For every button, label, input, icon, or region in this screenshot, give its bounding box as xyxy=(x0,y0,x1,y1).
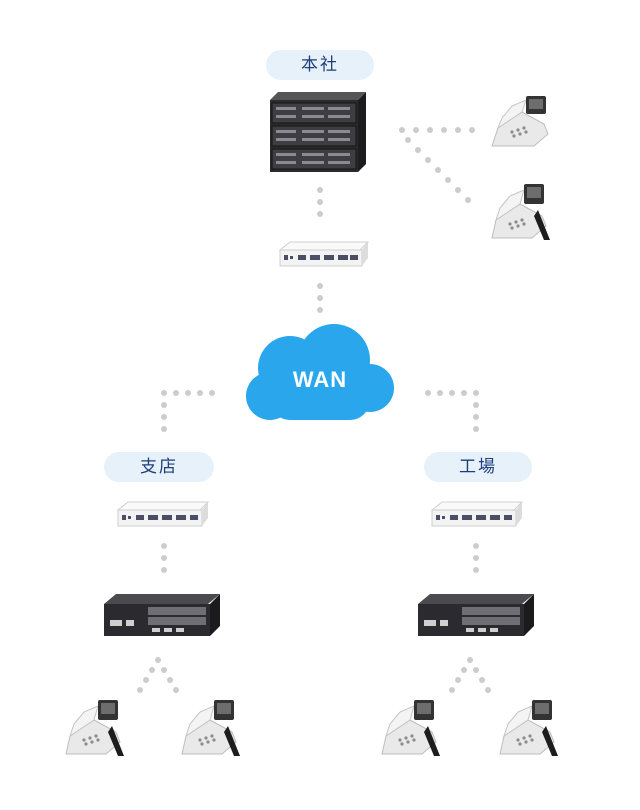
connector-wan-factory xyxy=(425,390,479,432)
site-label-hq: 本社 xyxy=(266,50,374,80)
connector-hq-router xyxy=(317,187,323,217)
desk-phone-icon xyxy=(499,700,558,756)
cloud-icon xyxy=(246,324,394,420)
gateway-router-icon xyxy=(430,501,524,527)
connector-router-wan xyxy=(317,283,323,313)
connector-factory-pbx-phones xyxy=(449,657,491,693)
desk-phone-icon xyxy=(491,96,549,147)
pbx-unit-icon xyxy=(104,594,220,636)
wan-label: WAN xyxy=(292,367,348,392)
desk-phone-icon xyxy=(381,700,440,756)
connector-wan-branch xyxy=(161,390,215,432)
site-label-factory: 工場 xyxy=(424,452,532,482)
pbx-unit-icon xyxy=(418,594,534,636)
connector-hq-phone2 xyxy=(405,137,471,203)
desk-phone-icon xyxy=(491,184,550,240)
desk-phone-icon xyxy=(65,700,124,756)
connector-factory-router-pbx xyxy=(473,543,479,573)
rack-server-icon xyxy=(270,92,366,172)
connector-branch-router-pbx xyxy=(161,543,167,573)
gateway-router-icon xyxy=(116,501,210,527)
desk-phone-icon xyxy=(181,700,240,756)
connector-branch-pbx-phones xyxy=(137,657,179,693)
gateway-router-icon xyxy=(278,241,370,267)
connector-hq-phone1 xyxy=(399,127,475,133)
site-label-branch: 支店 xyxy=(104,452,214,482)
